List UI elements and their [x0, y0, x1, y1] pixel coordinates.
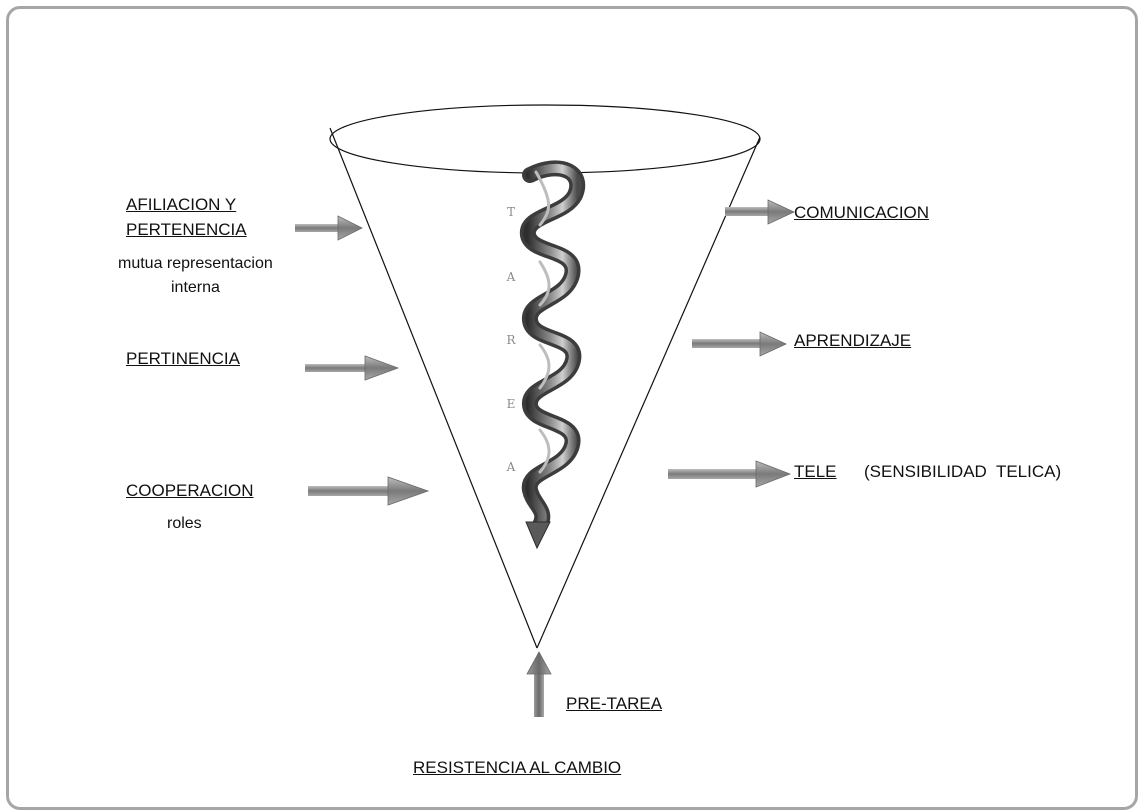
arrow-tele — [668, 461, 790, 487]
arrow-aprendizaje — [692, 332, 786, 356]
afiliacion-label-line2: PERTENENCIA — [126, 220, 247, 240]
pertinencia-label: PERTINENCIA — [126, 349, 240, 369]
aprendizaje-label: APRENDIZAJE — [794, 331, 911, 351]
arrow-comunicacion — [725, 200, 794, 224]
tarea-letter-3: R — [504, 333, 518, 347]
tele-note: (SENSIBILIDAD TELICA) — [864, 462, 1061, 482]
comunicacion-label: COMUNICACION — [794, 203, 929, 223]
tarea-letter-2: A — [504, 270, 518, 284]
tarea-letter-5: A — [504, 460, 518, 474]
pre-tarea-label: PRE-TAREA — [566, 694, 662, 714]
arrow-pre-tarea — [527, 652, 551, 717]
arrow-pertinencia — [305, 356, 398, 380]
cooperacion-label: COOPERACION — [126, 481, 254, 501]
resistencia-label: RESISTENCIA AL CAMBIO — [413, 758, 621, 778]
spiral-arrowhead — [526, 522, 550, 548]
arrow-afiliacion — [295, 216, 362, 240]
tele-label: TELE — [794, 462, 837, 482]
tarea-letter-1: T — [504, 205, 518, 219]
afiliacion-note-line1: mutua representacion — [118, 254, 273, 274]
cooperacion-note: roles — [167, 514, 202, 534]
afiliacion-note-line2: interna — [171, 278, 220, 298]
tarea-letter-4: E — [504, 397, 518, 411]
arrow-cooperacion — [308, 477, 428, 505]
spiral-ribbon — [526, 168, 577, 548]
afiliacion-label-line1: AFILIACION Y — [126, 195, 236, 215]
